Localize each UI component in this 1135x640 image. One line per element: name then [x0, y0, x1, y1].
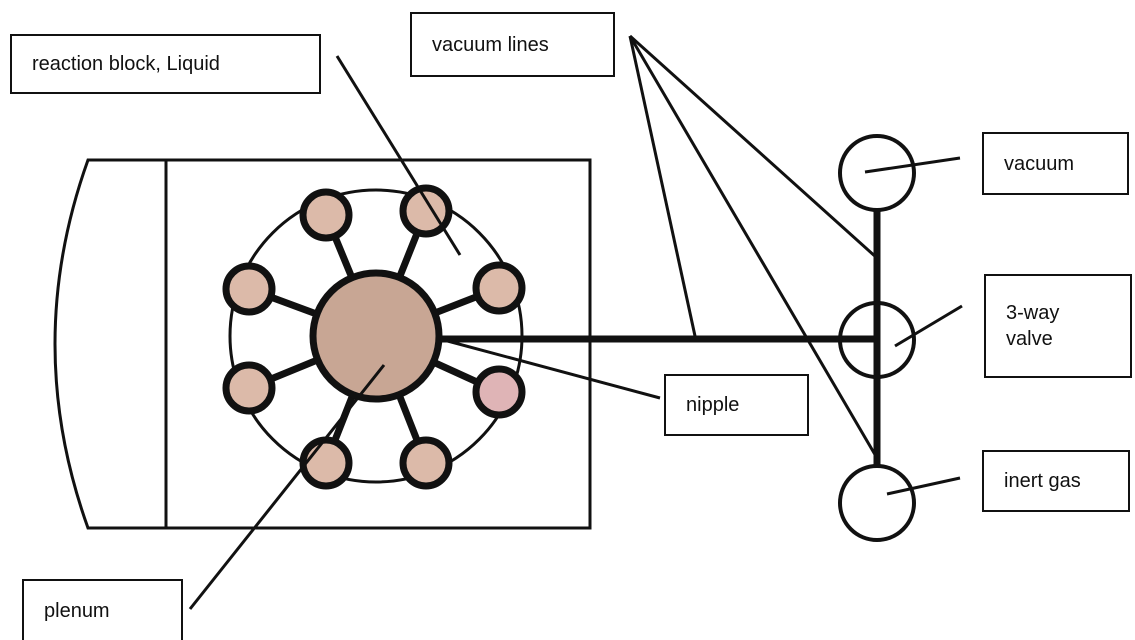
well [399, 436, 453, 490]
vacuum-label-text: vacuum [1004, 152, 1075, 175]
three-way-valve [838, 301, 916, 379]
reaction-block-label: reaction block, Liquid [10, 34, 321, 94]
reaction-block-housing [53, 158, 592, 530]
vacuum-lines-label: vacuum lines [410, 12, 615, 77]
plenum-label-text: plenum [44, 599, 110, 622]
inert-gas-label: inert gas [982, 450, 1130, 512]
three-way-valve-label-text: 3-way valve [1006, 302, 1060, 350]
well [222, 262, 276, 316]
vacuum-lines-label-text: vacuum lines [432, 33, 549, 56]
inert-gas-port [838, 464, 916, 542]
well [472, 261, 526, 315]
plenum-chamber [309, 269, 443, 403]
leader-nipple [439, 337, 661, 400]
wells [222, 184, 526, 490]
leader-reaction-block [335, 55, 462, 256]
well [299, 188, 353, 242]
well [222, 361, 276, 415]
leader-inert-gas [886, 476, 961, 496]
leader-valve [894, 304, 963, 348]
reaction-block-label-text: reaction block, Liquid [32, 53, 220, 75]
leader-vacuum [864, 156, 961, 174]
plenum-label: plenum [22, 579, 183, 640]
nipple-label: nipple [664, 374, 809, 436]
gas-system [838, 134, 916, 542]
leader-vacuum-line-1 [628, 34, 879, 260]
well [299, 436, 353, 490]
well [399, 184, 453, 238]
well [472, 365, 526, 419]
vacuum-label: vacuum [982, 132, 1129, 195]
housing-outline [53, 158, 592, 530]
leader-vacuum-line-2 [628, 35, 697, 337]
inert-gas-label-text: inert gas [1004, 470, 1081, 492]
leader-vacuum-line-3 [628, 35, 879, 459]
three-way-valve-label: 3-way valve [984, 274, 1132, 378]
leader-lines [188, 34, 963, 610]
nipple-label-text: nipple [686, 394, 740, 416]
leader-plenum [188, 364, 386, 610]
vacuum-port [838, 134, 916, 212]
